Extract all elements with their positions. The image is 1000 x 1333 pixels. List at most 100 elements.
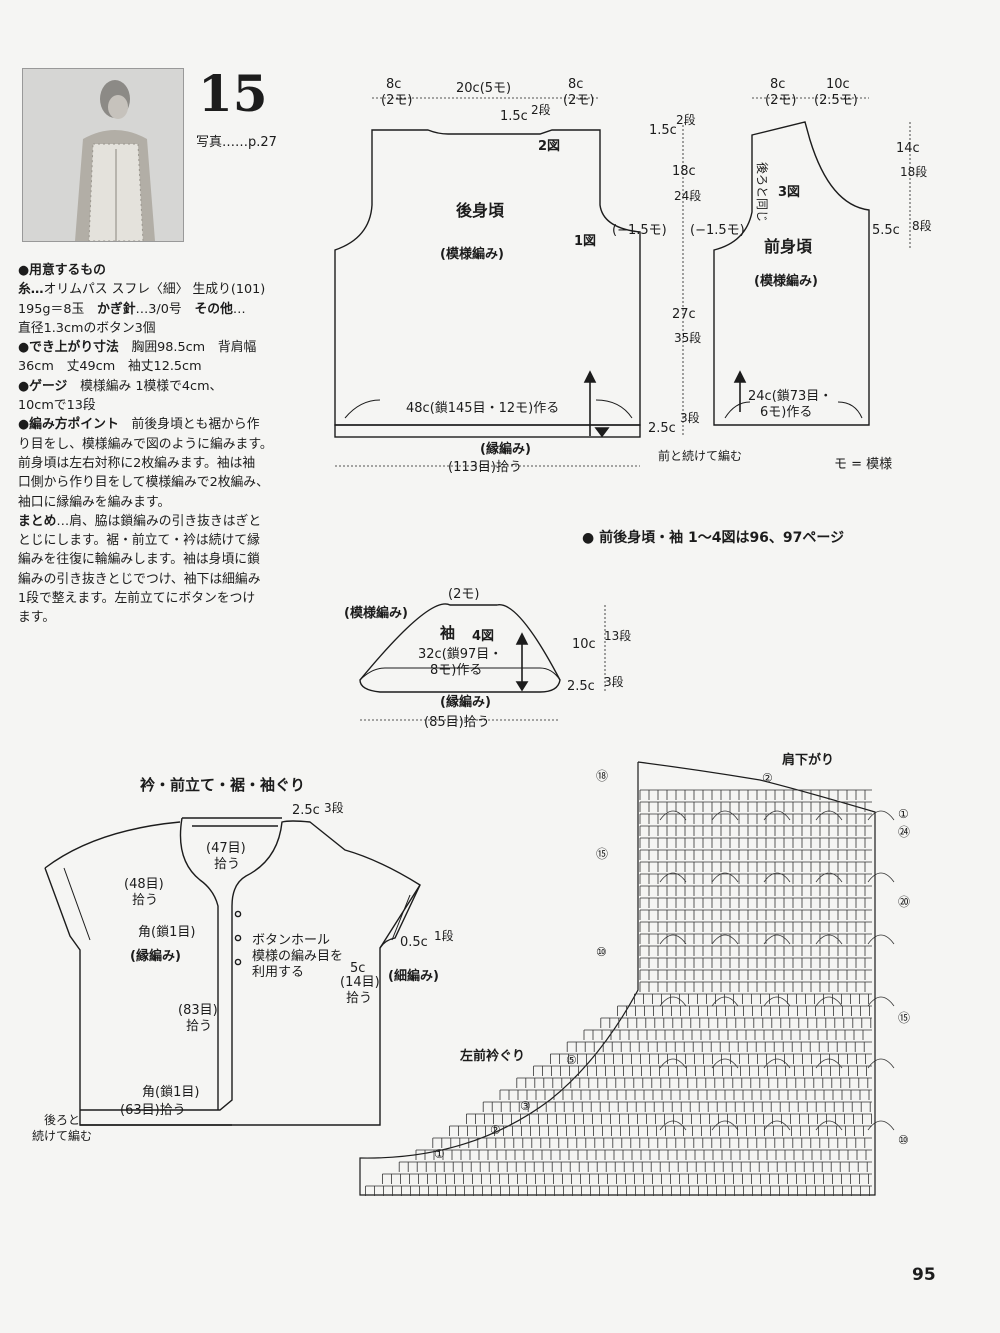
finish-line: 1段で整えます。左前立てにボタンをつけ (18, 591, 256, 607)
front-neck-height: 14c (896, 141, 920, 156)
back-body-height: 27c (672, 307, 696, 322)
back-armhole-height: 18c (672, 164, 696, 179)
back-cast-on: 48c(鎖145目・12モ)作る (406, 400, 559, 416)
finish-line: 編みの引き抜きとじでつけ、袖下は細編み (18, 571, 261, 587)
yarn-amount: 195g＝8玉 (18, 301, 85, 317)
back-width-side: 8c (386, 77, 401, 92)
size-line2: 36cm 丈49cm 袖丈12.5cm (18, 359, 202, 375)
back-armhole-rows: 24段 (674, 188, 701, 203)
front-band-pickup-2: 拾う (186, 1019, 212, 1034)
buttonhole-note-3: 利用する (252, 965, 304, 980)
front-stitch: (模様編み) (754, 273, 818, 289)
neck-front-pickup-2: 拾う (132, 893, 158, 908)
sleeve-cast-on-1: 32c(鎖97目・ (418, 646, 502, 662)
back-border-height: 2.5c (648, 421, 676, 436)
other-text: … (232, 301, 246, 317)
buttonhole-note-2: 模様の編み目を (252, 948, 343, 964)
yarn-text: オリムパス スフレ〈細〉 生成り(101) (43, 282, 266, 298)
finish-title: まとめ (18, 513, 57, 529)
hook-label: かぎ針 (97, 301, 136, 317)
button-hole (234, 958, 242, 966)
sleeve-outline (359, 603, 561, 693)
row-marker: ⑮ (596, 847, 608, 861)
edging-title: 衿・前立て・裾・袖ぐり (140, 776, 305, 794)
back-border (334, 424, 641, 438)
back-width-middle: 20c(5モ) (456, 81, 511, 96)
points-title: ●編み方ポイント (18, 417, 119, 433)
row-marker: ② (490, 1123, 501, 1137)
other-label: その他 (194, 301, 233, 317)
armhole-pickup: 拾う (346, 991, 372, 1006)
continue-back-2: 続けて編む (32, 1128, 92, 1143)
row-marker: ⑩ (596, 945, 607, 959)
sleeve-height-1-rows: 13段 (604, 628, 631, 643)
size-line1: 胸囲98.5cm 背肩幅 (131, 340, 257, 356)
hem-pickup: (63目)拾う (120, 1103, 186, 1118)
front-width-1: 8c (770, 77, 785, 92)
finish-line: …肩、脇は鎖編みの引き抜きはぎと (56, 513, 262, 529)
back-neck-drop: 1.5c (500, 109, 528, 124)
continue-back-1: 後ろと (44, 1113, 80, 1127)
edging-border-label: (縁編み) (130, 948, 181, 964)
front-cast-on-2: 6モ)作る (760, 405, 812, 420)
row-marker: ⑮ (898, 1011, 910, 1025)
back-stitch: (模様編み) (440, 246, 504, 262)
crochet-chart-outline (359, 761, 876, 1196)
figure-3-label: 3図 (778, 185, 800, 200)
sleeve-pickup: (85目)拾う (424, 715, 490, 730)
row-marker: ⑳ (898, 895, 910, 909)
row-marker: ① (434, 1147, 445, 1161)
figure-4-label: 4図 (472, 629, 494, 644)
points-line: 口側から作り目をして模様編みで2枚編み、 (18, 475, 269, 491)
edging-outline (44, 820, 421, 1126)
back-width-side-right: 8c (568, 77, 583, 92)
instructions: ●用意するもの 糸…オリムパス スフレ〈細〉 生成り(101) 195g＝8玉 … (18, 261, 318, 628)
row-marker: ① (898, 807, 909, 821)
front-lower-rows: 8段 (912, 218, 932, 233)
back-body-outline (334, 129, 641, 426)
legend-pattern: モ = 模様 (834, 457, 892, 472)
armhole-height: 0.5c (400, 935, 428, 950)
buttonhole-note-1: ボタンホール (252, 933, 330, 948)
front-neck-rows: 18段 (900, 164, 927, 179)
back-decrease: (−1.5モ) (612, 223, 667, 238)
armhole-rows: 1段 (434, 928, 454, 943)
armhole-border: (細編み) (388, 968, 439, 984)
points-line: 袖口に縁編みを編みます。 (18, 494, 171, 510)
button-hole (234, 934, 242, 942)
back-neck-rows: 2段 (531, 102, 551, 117)
neck-front-pickup: (48目) (124, 877, 164, 892)
gauge-line2: 10cmで13段 (18, 398, 96, 414)
continue-front-note: 前と続けて編む (658, 448, 742, 463)
corner-note: 角(鎖1目) (138, 924, 195, 940)
points-line: 前身頃は左右対称に2枚編みます。袖は袖 (18, 455, 256, 471)
neck-back-pickup: (47目) (206, 841, 246, 856)
edging-height: 2.5c (292, 803, 320, 818)
front-body-name: 前身頃 (764, 237, 813, 256)
sleeve-cast-on-2: 8モ)作る (430, 663, 482, 678)
front-cast-on-1: 24c(鎖73目・ (748, 388, 832, 404)
neck-back-pickup-2: 拾う (214, 857, 240, 872)
figure-1-label: 1図 (574, 234, 596, 249)
back-body-name: 後身頃 (456, 201, 505, 220)
back-shoulder-rows: 2段 (676, 112, 696, 127)
armhole-stitches: (14目) (340, 975, 380, 990)
gauge-line1: 模様編み 1模様で4cm、 (80, 378, 223, 394)
photo-reference: 写真……p.27 (196, 135, 277, 150)
materials-title: ●用意するもの (18, 263, 106, 278)
back-shoulder-height: 1.5c (649, 123, 677, 138)
back-body-rows: 35段 (674, 330, 701, 345)
back-pickup: (113目)拾う (448, 460, 522, 475)
shoulder-slope-label: 肩下がり (782, 752, 834, 768)
model-photo (22, 68, 184, 242)
neckline-label: 左前衿ぐり (460, 1048, 525, 1064)
reference-note: ● 前後身頃・袖 1〜4図は96、97ページ (582, 529, 844, 546)
points-line: 前後身頃とも裾から作 (131, 417, 260, 433)
front-width-2: 10c (826, 77, 850, 92)
hem-corner-note: 角(鎖1目) (142, 1084, 199, 1100)
front-width-2-sub: (2.5モ) (814, 93, 858, 108)
sleeve-stitch: (模様編み) (344, 605, 408, 621)
front-width-1-sub: (2モ) (765, 93, 796, 108)
